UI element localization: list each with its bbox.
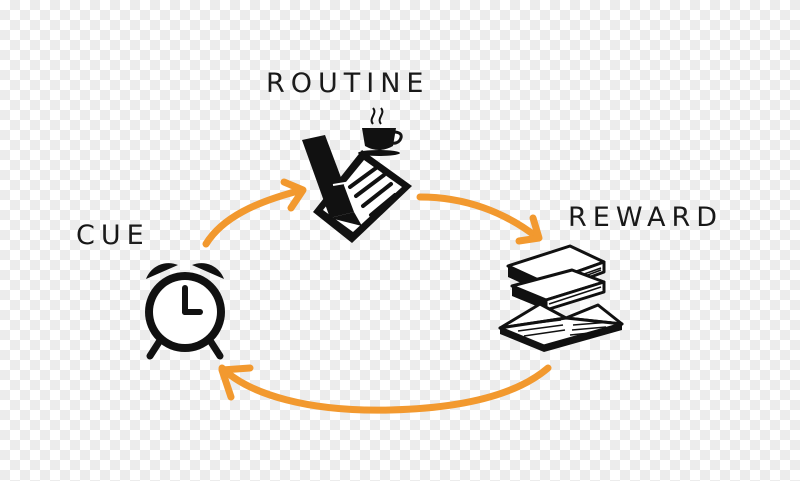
reward-label: REWARD [568, 202, 723, 233]
pen-and-paper-icon [302, 135, 412, 243]
books-icon [498, 244, 624, 352]
routine-to-reward-arrow [416, 193, 543, 245]
routine-label: ROUTINE [266, 68, 430, 99]
cue-to-routine-arrow [202, 178, 307, 248]
alarm-clock-icon [145, 263, 225, 360]
cue-label: CUE [76, 220, 150, 251]
coffee-cup-icon [358, 107, 403, 156]
reward-to-cue-arrow [218, 364, 552, 414]
